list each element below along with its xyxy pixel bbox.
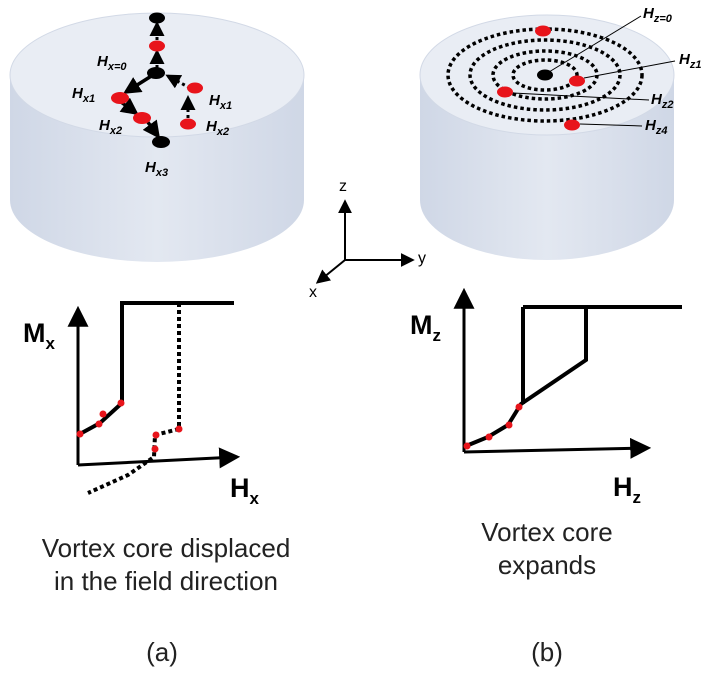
plot-marker xyxy=(76,430,84,438)
core-dot xyxy=(180,118,196,130)
plot-marker xyxy=(95,420,103,428)
plot-b: Mz Hz xyxy=(410,287,682,507)
core-dot xyxy=(564,119,580,131)
label-hx2-left: H xyxy=(99,117,111,134)
core-path-a xyxy=(119,21,196,139)
plot-marker xyxy=(485,433,493,441)
core-dot xyxy=(537,69,553,81)
svg-text:Mx: Mx xyxy=(23,318,56,353)
plot-b-ylabel: M xyxy=(410,310,433,340)
label-hz4-sub: z4 xyxy=(655,125,668,137)
plot-a-ylabel: M xyxy=(23,318,46,348)
ring xyxy=(491,49,599,101)
svg-text:Hz4: Hz4 xyxy=(645,117,667,137)
label-hx1-right: H xyxy=(209,92,221,109)
caption-b-line1: Vortex core xyxy=(481,517,613,547)
svg-text:Hz1: Hz1 xyxy=(679,51,701,71)
svg-text:Hx: Hx xyxy=(230,473,260,508)
coordinate-axes xyxy=(315,199,415,284)
vortex-cores-b xyxy=(497,25,585,131)
label-hx2-right: H xyxy=(206,118,218,135)
core-dot xyxy=(569,75,585,87)
leader-lines-b xyxy=(512,15,676,127)
svg-text:Hx1: Hx1 xyxy=(209,92,232,112)
label-hx2-right-sub: x2 xyxy=(216,126,229,138)
cylinder-b xyxy=(419,14,675,260)
label-hz4: H xyxy=(645,117,657,134)
svg-text:Hz2: Hz2 xyxy=(651,91,673,111)
core-dot xyxy=(111,92,129,104)
plot-marker xyxy=(99,410,107,418)
caption-a-line1: Vortex core displaced xyxy=(42,533,291,563)
core-dot xyxy=(152,136,170,148)
label-hx1-right-sub: x1 xyxy=(219,100,232,112)
plot-a-x-axis xyxy=(77,447,241,469)
label-hx1-left: H xyxy=(72,85,84,102)
label-hx1-left-sub: x1 xyxy=(82,93,95,105)
axis-x-label: x xyxy=(309,284,317,301)
plot-a: Mx Hx xyxy=(23,301,260,508)
svg-text:Hz: Hz xyxy=(613,472,641,507)
caption-b-line2: expands xyxy=(498,550,596,580)
plot-b-x-axis xyxy=(463,437,652,459)
axis-z-label: z xyxy=(339,178,347,195)
plot-a-markers xyxy=(76,399,183,453)
label-hx3: H xyxy=(145,159,157,176)
svg-text:Hx2: Hx2 xyxy=(206,118,229,138)
plot-marker xyxy=(463,442,471,450)
vortex-cores-a xyxy=(111,12,203,148)
core-dot xyxy=(187,82,203,94)
label-hx2-left-sub: x2 xyxy=(109,125,122,137)
svg-text:Hx1: Hx1 xyxy=(72,85,95,105)
svg-text:Hx=0: Hx=0 xyxy=(97,53,127,73)
ring xyxy=(468,38,622,112)
label-hz1-sub: z1 xyxy=(689,59,702,71)
plot-b-xlabel-sub: z xyxy=(633,488,642,507)
core-dot xyxy=(147,67,165,79)
ring xyxy=(511,58,579,92)
core-dot xyxy=(149,40,165,52)
svg-text:Hz=0: Hz=0 xyxy=(643,5,673,25)
svg-text:Mz: Mz xyxy=(410,310,441,345)
plot-a-ylabel-sub: x xyxy=(46,334,56,353)
label-hx0-sub: x=0 xyxy=(107,61,128,73)
core-dot xyxy=(535,25,551,37)
svg-text:Hx2: Hx2 xyxy=(99,117,122,137)
plot-marker xyxy=(175,425,183,433)
label-hz2: H xyxy=(651,91,663,108)
svg-text:Hx3: Hx3 xyxy=(145,159,168,179)
plot-marker xyxy=(151,445,159,453)
plot-a-xlabel-sub: x xyxy=(250,489,260,508)
label-hz1: H xyxy=(679,51,691,68)
plot-marker xyxy=(505,421,513,429)
label-hx3-sub: x3 xyxy=(155,167,168,179)
core-dot xyxy=(133,112,151,124)
plot-marker xyxy=(152,431,160,439)
axis-y-label: y xyxy=(418,250,426,267)
panel-tag-a: (a) xyxy=(146,637,178,667)
core-dot xyxy=(497,86,513,98)
label-hz0: H xyxy=(643,5,655,22)
core-dot xyxy=(149,12,165,24)
plot-b-xlabel: H xyxy=(613,472,633,502)
label-hz2-sub: z2 xyxy=(661,99,674,111)
plot-b-markers xyxy=(463,403,523,450)
caption-a-line2: in the field direction xyxy=(54,566,278,596)
plot-b-ylabel-sub: z xyxy=(433,326,442,345)
plot-marker xyxy=(117,399,125,407)
labels-b: Hz=0 Hz1 Hz2 Hz4 xyxy=(643,5,701,137)
label-hz0-sub: z=0 xyxy=(653,13,673,25)
plot-marker xyxy=(515,403,523,411)
label-hx0: H xyxy=(97,53,109,70)
plot-a-xlabel: H xyxy=(230,473,250,503)
plot-b-curve xyxy=(465,305,682,448)
panel-tag-b: (b) xyxy=(531,637,563,667)
labels-a: Hx=0 Hx1 Hx2 Hx3 Hx1 Hx2 xyxy=(72,53,232,179)
